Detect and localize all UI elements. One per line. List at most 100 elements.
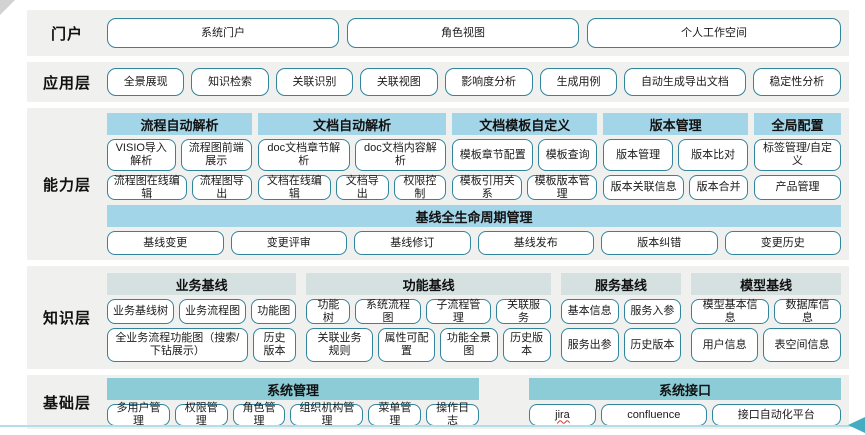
application-node: 生成用例 xyxy=(539,68,618,96)
foundation-group-1-header: 系统管理 xyxy=(107,378,479,400)
capability-group-5-row-1: 标签管理/自定义 xyxy=(754,139,841,171)
capability-node: 版本比对 xyxy=(678,139,749,171)
baseline-lifecycle-group: 基线全生命周期管理基线变更变更评审基线修订基线发布版本纠错变更历史 xyxy=(107,205,841,255)
capability-node: 文档导出 xyxy=(335,175,389,200)
knowledge-group-1: 业务基线业务基线树业务流程图功能图全业务流程功能图（搜索/下钻展示）历史版本 xyxy=(107,273,297,362)
knowledge-node: 历史版本 xyxy=(252,328,297,362)
capability-group-5-row-2: 产品管理 xyxy=(754,175,841,200)
knowledge-group-3: 服务基线基本信息服务入参服务出参历史版本 xyxy=(560,273,682,362)
knowledge-node: 服务出参 xyxy=(560,328,619,362)
knowledge-node: 历史版本 xyxy=(502,328,551,362)
capability-node: 模板版本管理 xyxy=(527,175,598,200)
application-content: 全景展现知识检索关联识别关联视图影响度分析生成用例自动生成导出文档稳定性分析 xyxy=(107,68,841,96)
capability-node: 流程图在线编辑 xyxy=(107,175,187,200)
knowledge-content: 业务基线业务基线树业务流程图功能图全业务流程功能图（搜索/下钻展示）历史版本功能… xyxy=(107,273,842,362)
capability-group-3-row-2: 模板引用关系模板版本管理 xyxy=(452,175,598,200)
knowledge-group-4-row-1: 模型基本信息数据库信息 xyxy=(691,299,842,324)
capability-node: 版本管理 xyxy=(603,139,674,171)
layer-band-portal: 门户系统门户角色视图个人工作空间 xyxy=(27,10,849,56)
capability-node: 产品管理 xyxy=(754,175,841,200)
application-node: 关联识别 xyxy=(275,68,354,96)
knowledge-group-1-row-2: 全业务流程功能图（搜索/下钻展示）历史版本 xyxy=(107,328,297,362)
portal-node: 个人工作空间 xyxy=(587,18,841,48)
capability-group-1-header: 流程自动解析 xyxy=(107,113,252,135)
layer-label-capability: 能力层 xyxy=(42,176,91,194)
layer-band-knowledge: 知识层业务基线业务基线树业务流程图功能图全业务流程功能图（搜索/下钻展示）历史版… xyxy=(27,266,849,369)
capability-group-1-row-2: 流程图在线编辑流程图导出 xyxy=(107,175,252,200)
foundation-group-1-row-1: 多用户管理权限管理角色管理组织机构管理菜单管理操作日志 xyxy=(107,402,479,427)
knowledge-group-4-header: 模型基线 xyxy=(691,273,842,295)
capability-node: 文档在线编辑 xyxy=(257,175,331,200)
capability-group-2-header: 文档自动解析 xyxy=(257,113,447,135)
knowledge-node: 功能图 xyxy=(251,299,297,324)
knowledge-node: 服务入参 xyxy=(623,299,682,324)
capability-group-4: 版本管理版本管理版本比对版本关联信息版本合并 xyxy=(603,113,749,200)
layer-label-knowledge: 知识层 xyxy=(42,310,91,327)
capability-node: 权限控制 xyxy=(393,175,447,200)
portal-node-row: 系统门户角色视图个人工作空间 xyxy=(107,18,841,48)
knowledge-node: 历史版本 xyxy=(623,328,682,362)
knowledge-node: 模型基本信息 xyxy=(691,299,770,324)
knowledge-node: 数据库信息 xyxy=(774,299,842,324)
knowledge-node: 关联业务规则 xyxy=(306,328,373,362)
capability-node: 基线修订 xyxy=(354,231,471,255)
knowledge-node: 关联服务 xyxy=(496,299,551,324)
application-node-row: 全景展现知识检索关联识别关联视图影响度分析生成用例自动生成导出文档稳定性分析 xyxy=(107,68,841,96)
capability-group-5: 全局配置标签管理/自定义产品管理 xyxy=(754,113,841,200)
application-node: 关联视图 xyxy=(360,68,438,96)
knowledge-node: 全业务流程功能图（搜索/下钻展示） xyxy=(107,328,248,362)
foundation-node: 菜单管理 xyxy=(368,402,422,427)
capability-node: 基线变更 xyxy=(107,231,224,255)
capability-group-4-row-1: 版本管理版本比对 xyxy=(603,139,749,171)
foundation-node: 接口自动化平台 xyxy=(711,404,841,426)
capability-node: doc文档内容解析 xyxy=(354,139,447,171)
knowledge-group-2-row-1: 功能树系统流程图子流程管理关联服务 xyxy=(306,299,551,324)
capability-node: 模板引用关系 xyxy=(452,175,523,200)
application-node: 影响度分析 xyxy=(444,68,533,96)
capability-group-3-row-1: 模板章节配置模板查询 xyxy=(452,139,598,171)
foundation-node: confluence xyxy=(601,404,707,426)
foundation-node: 多用户管理 xyxy=(107,402,170,427)
application-node: 全景展现 xyxy=(107,68,185,96)
knowledge-node: 属性可配置 xyxy=(377,328,436,362)
foundation-node: 组织机构管理 xyxy=(290,402,364,427)
knowledge-group-3-row-2: 服务出参历史版本 xyxy=(560,328,682,362)
baseline-lifecycle-header: 基线全生命周期管理 xyxy=(107,205,841,227)
baseline-lifecycle-row: 基线变更变更评审基线修订基线发布版本纠错变更历史 xyxy=(107,231,841,255)
foundation-node: 操作日志 xyxy=(426,402,479,427)
foundation-group-2-header: 系统接口 xyxy=(528,378,841,400)
capability-node: 变更历史 xyxy=(724,231,841,255)
capability-group-4-header: 版本管理 xyxy=(603,113,749,135)
capability-node: 变更评审 xyxy=(230,231,347,255)
knowledge-node: 系统流程图 xyxy=(355,299,421,324)
knowledge-group-2: 功能基线功能树系统流程图子流程管理关联服务关联业务规则属性可配置功能全景图历史版… xyxy=(306,273,551,362)
capability-node: 流程图前端展示 xyxy=(180,139,252,171)
knowledge-groups: 业务基线业务基线树业务流程图功能图全业务流程功能图（搜索/下钻展示）历史版本功能… xyxy=(107,273,842,362)
capability-group-3: 文档模板自定义模板章节配置模板查询模板引用关系模板版本管理 xyxy=(452,113,598,200)
knowledge-node: 功能树 xyxy=(306,299,351,324)
capability-group-2-row-2: 文档在线编辑文档导出权限控制 xyxy=(257,175,447,200)
capability-node: 模板章节配置 xyxy=(452,139,534,171)
foundation-group-1: 系统管理多用户管理权限管理角色管理组织机构管理菜单管理操作日志 xyxy=(107,378,479,427)
layer-label-foundation: 基础层 xyxy=(42,394,91,412)
capability-node: doc文档章节解析 xyxy=(257,139,350,171)
knowledge-node: 业务基线树 xyxy=(107,299,175,324)
layer-band-application: 应用层全景展现知识检索关联识别关联视图影响度分析生成用例自动生成导出文档稳定性分… xyxy=(27,62,849,102)
portal-node: 角色视图 xyxy=(347,18,579,48)
knowledge-node: 功能全景图 xyxy=(440,328,498,362)
capability-group-4-row-2: 版本关联信息版本合并 xyxy=(603,175,749,200)
capability-node: 基线发布 xyxy=(477,231,594,255)
left-arrow-icon xyxy=(848,417,865,433)
foundation-node: jira xyxy=(528,404,596,426)
knowledge-node: 用户信息 xyxy=(691,328,759,362)
corner-decoration-icon xyxy=(0,0,15,15)
knowledge-group-4-row-2: 用户信息表空间信息 xyxy=(691,328,842,362)
